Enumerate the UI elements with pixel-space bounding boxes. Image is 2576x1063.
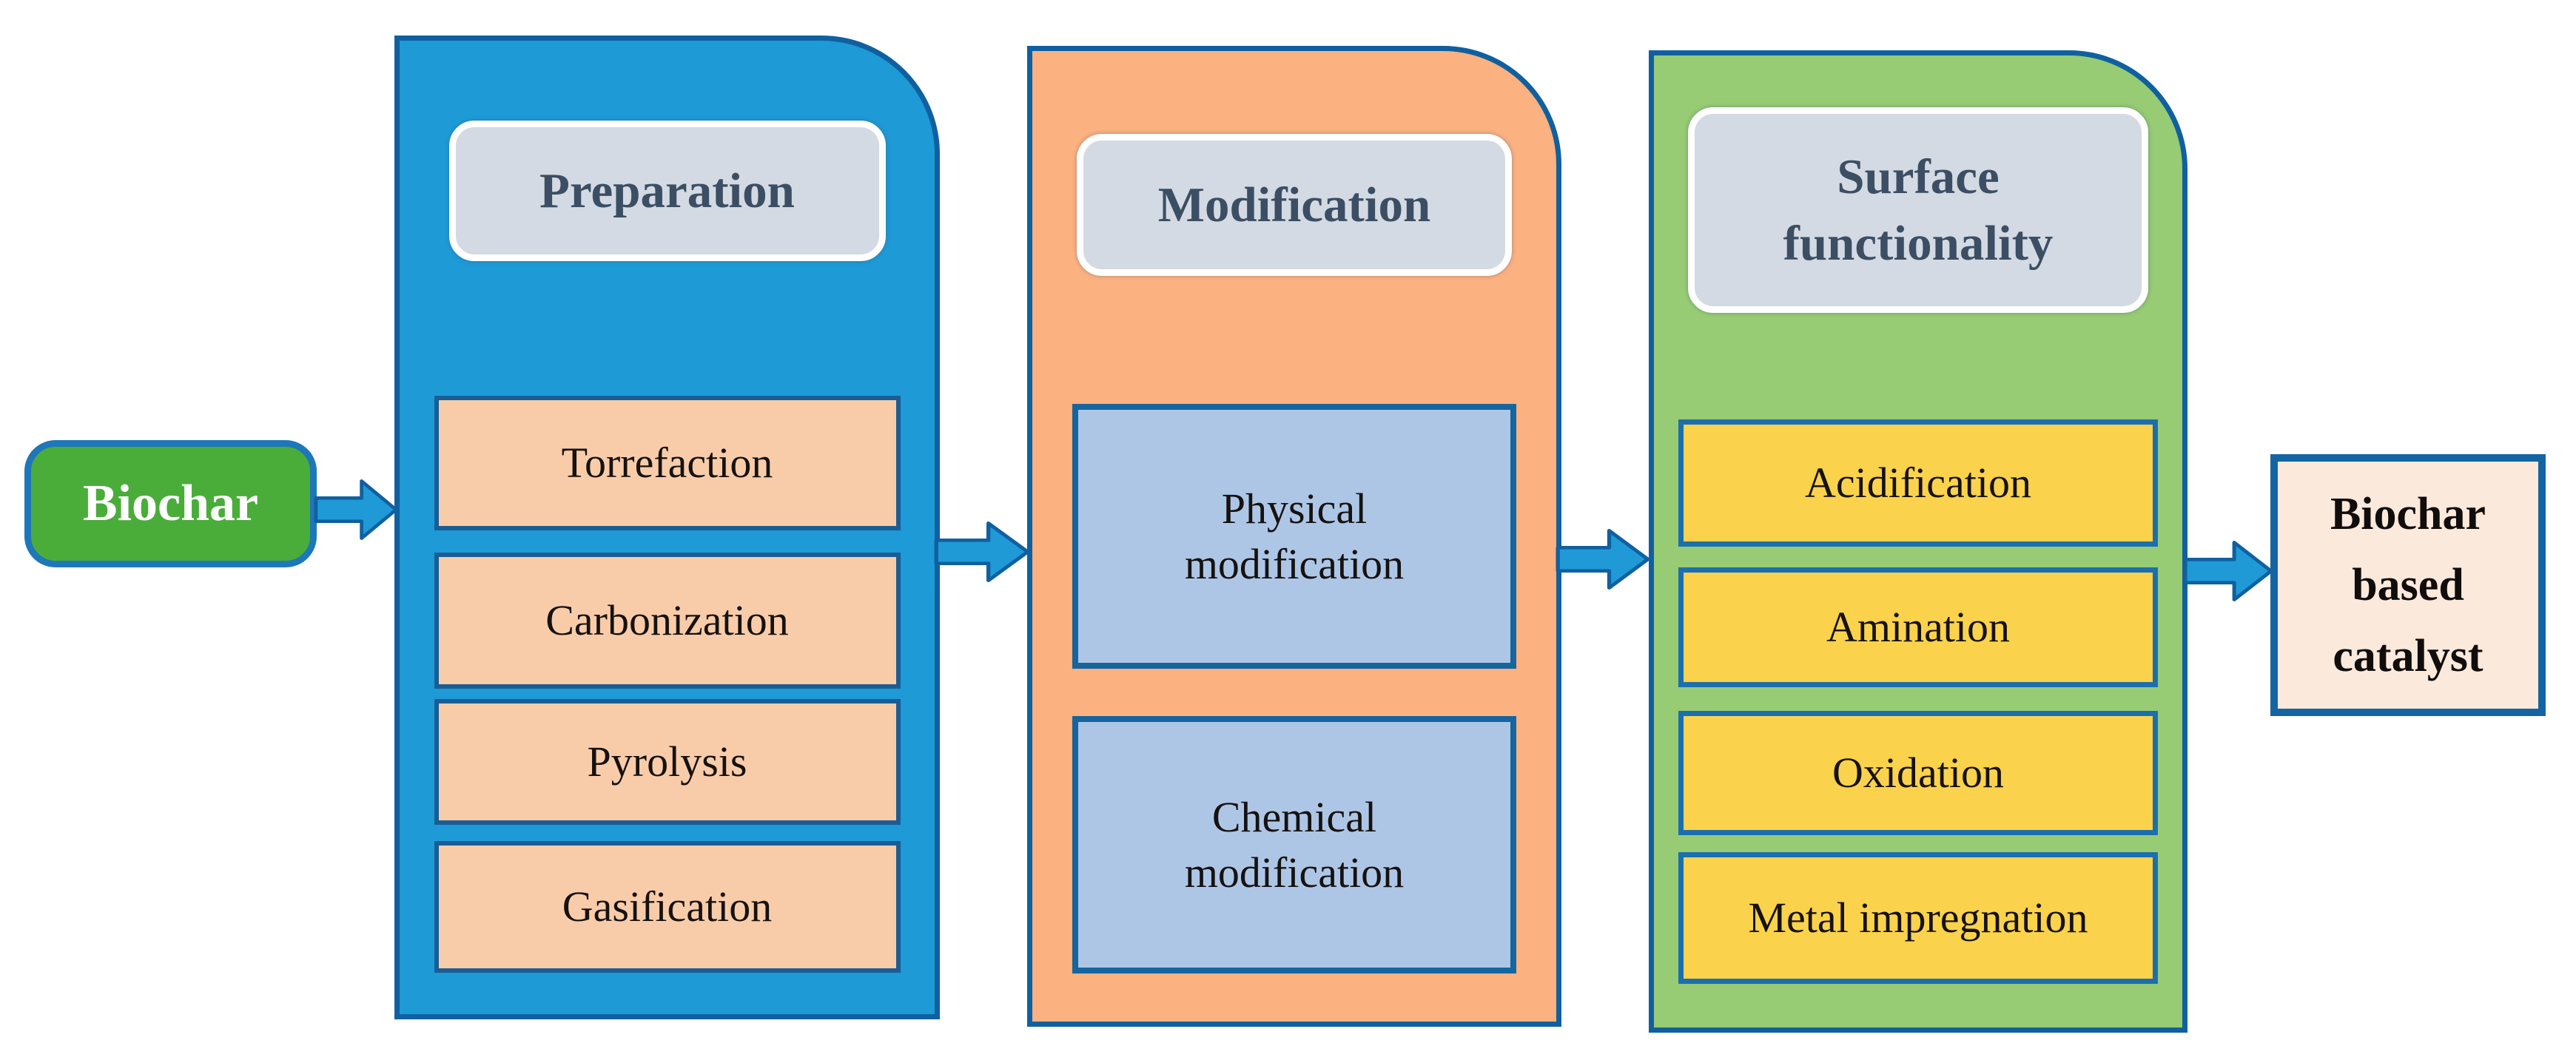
flow-arrow-icon (934, 522, 1030, 582)
biochar-based-catalyst-box: Biochar based catalyst (2270, 454, 2546, 716)
flow-arrow-icon (2183, 541, 2273, 601)
item-pyrolysis: Pyrolysis (434, 699, 901, 825)
item-physical-modification: Physical modification (1072, 404, 1516, 669)
panel-surface-functionality: Surface functionality Acidification Amin… (1649, 50, 2187, 1033)
item-torrefaction-label: Torrefaction (561, 439, 773, 487)
item-metal-impregnation-label: Metal impregnation (1748, 894, 2088, 942)
item-chemical-modification-label: Chemical modification (1184, 792, 1405, 897)
panel-preparation: Preparation Torrefaction Carbonization P… (394, 36, 940, 1019)
flow-arrow-icon (314, 479, 398, 540)
flow-arrow-icon (1556, 529, 1650, 590)
item-carbonization-label: Carbonization (545, 596, 789, 645)
item-amination: Amination (1678, 567, 2158, 687)
item-pyrolysis-label: Pyrolysis (587, 738, 747, 786)
surface-functionality-header-label: Surface functionality (1783, 149, 2054, 271)
item-carbonization: Carbonization (434, 553, 901, 689)
biochar-source-label: Biochar (82, 475, 259, 532)
item-torrefaction: Torrefaction (434, 396, 901, 530)
preparation-header: Preparation (448, 121, 886, 261)
modification-header: Modification (1077, 134, 1512, 276)
panel-modification: Modification Physical modification Chemi… (1027, 46, 1561, 1027)
item-physical-modification-label: Physical modification (1184, 484, 1405, 588)
surface-functionality-header: Surface functionality (1688, 107, 2148, 313)
item-oxidation-label: Oxidation (1832, 749, 2004, 797)
preparation-header-label: Preparation (539, 163, 795, 218)
item-gasification-label: Gasification (562, 883, 773, 931)
item-acidification-label: Acidification (1804, 459, 2031, 507)
biochar-source-box: Biochar (24, 440, 317, 567)
item-acidification: Acidification (1678, 419, 2158, 547)
item-amination-label: Amination (1826, 603, 2011, 652)
biochar-based-catalyst-label: Biochar based catalyst (2330, 488, 2486, 682)
item-gasification: Gasification (434, 841, 901, 973)
item-chemical-modification: Chemical modification (1072, 716, 1516, 973)
item-metal-impregnation: Metal impregnation (1678, 852, 2158, 984)
item-oxidation: Oxidation (1678, 711, 2158, 835)
modification-header-label: Modification (1157, 177, 1431, 232)
